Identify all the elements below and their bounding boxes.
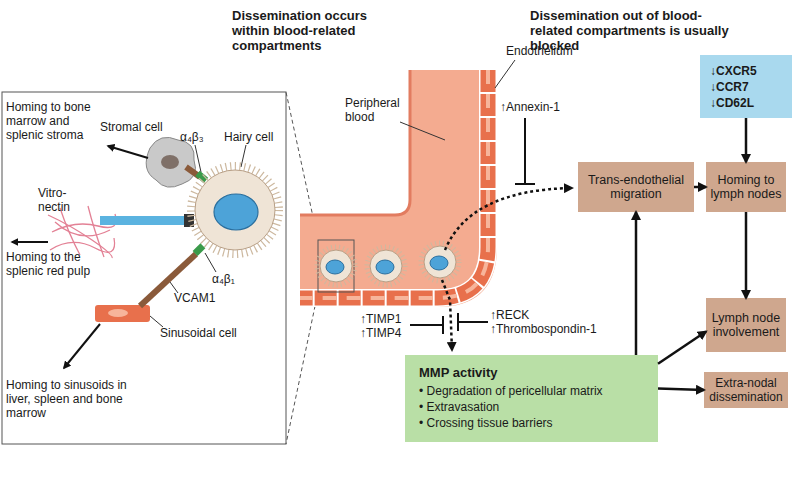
zoom-line <box>286 292 318 444</box>
activity-box: MMP activity • Degradation of pericellula… <box>405 355 658 442</box>
process-box: Lymph node involvement <box>706 298 786 352</box>
bullet-item: • Degradation of pericellular matrix <box>419 383 603 399</box>
migration-arrow <box>445 188 572 250</box>
process-box: Trans-endothelial migration <box>578 162 694 212</box>
node-text: ↓CXCR5 ↓CCR7 ↓CD62L <box>710 63 782 111</box>
part-label: Hairy cell <box>224 130 273 144</box>
connector-arrow <box>635 212 638 355</box>
endothelial-cells <box>300 70 488 298</box>
extravasation-arrow <box>442 280 452 350</box>
factor-label: ↑RECK ↑Thrombospondin-1 <box>490 308 602 336</box>
node-text: Homing to lymph nodes <box>710 173 782 201</box>
process-box: Homing to lymph nodes <box>706 162 786 212</box>
panel-heading: Dissemination occurs within blood-relate… <box>232 8 382 53</box>
stromal-cell <box>146 137 208 187</box>
hairy-cell <box>191 166 279 254</box>
hairy-cells-in-blood <box>317 243 459 285</box>
part-label: Endothelium <box>506 44 573 58</box>
leader-line <box>150 60 515 327</box>
homing-label: Homing to bone marrow and splenic stroma <box>6 100 110 142</box>
integrin-label: α₄β₁ <box>212 272 235 286</box>
connector-arrow <box>745 118 748 162</box>
connector-arrow <box>745 212 748 298</box>
bullet-item: • Crossing tissue barriers <box>419 415 553 431</box>
part-label: Vitro-nectin <box>38 186 78 214</box>
connector-arrow <box>694 186 706 189</box>
inset-frame <box>2 92 286 444</box>
sinusoidal-cell <box>95 243 205 322</box>
node-text: Lymph node involvement <box>710 311 782 339</box>
node-text: Trans-endothelial migration <box>582 173 690 201</box>
vessel-wall <box>300 70 410 215</box>
node-text: Extra-nodal dissemination <box>708 376 784 404</box>
integrin-label: α₄β₃ <box>180 130 204 144</box>
part-label: VCAM1 <box>174 291 215 305</box>
part-label: Sinusoidal cell <box>160 326 237 340</box>
endothelial-nuclei <box>300 70 488 298</box>
vitronectin-rod <box>100 216 186 225</box>
bullet-item: • Extravasation <box>419 399 499 415</box>
connector-arrow <box>658 332 706 364</box>
part-label: Stromal cell <box>100 120 163 134</box>
box-heading: MMP activity <box>419 366 498 380</box>
homing-label: Homing to sinusoids in liver, spleen and… <box>6 378 136 420</box>
factor-label: ↑TIMP1 ↑TIMP4 <box>360 312 410 340</box>
connector-arrow <box>658 389 704 391</box>
inhibition-bar <box>410 118 535 334</box>
part-label: Peripheral blood <box>345 96 407 124</box>
homing-label: Homing to the splenic red pulp <box>6 250 96 278</box>
factor-label: ↑Annexin-1 <box>500 100 560 114</box>
process-box: Extra-nodal dissemination <box>704 372 788 408</box>
marker-box: ↓CXCR5 ↓CCR7 ↓CD62L <box>700 55 792 118</box>
blood-vessel <box>300 70 497 307</box>
zoom-rect <box>318 240 354 292</box>
endothelium-base <box>300 70 488 298</box>
